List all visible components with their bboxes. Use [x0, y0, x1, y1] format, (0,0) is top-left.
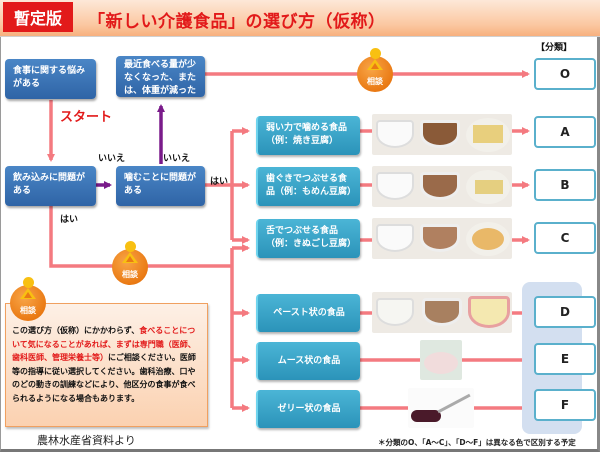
class-box-e: E: [534, 343, 596, 375]
consult-note: この選び方（仮称）にかかわらず、食べることについて気になることがあれば、まずは専…: [5, 303, 208, 427]
note-text-1: この選び方（仮称）にかかわらず、: [12, 326, 140, 335]
food-photos-a: [372, 114, 512, 155]
decision-chewing: 噛むことに問題がある: [116, 166, 205, 206]
draft-badge: 暫定版: [3, 2, 73, 32]
note-text-red: 食べることについて気になることがあれば、まずは専門職（医師、歯科医師、管理栄養士…: [12, 326, 196, 362]
person-icon: [370, 48, 381, 59]
food-photos-c: [372, 218, 512, 259]
start-label: スタート: [60, 110, 113, 125]
food-box-c: 舌でつぶせる食品（例：きぬごし豆腐）: [256, 219, 360, 258]
footnote: ＊分類のO、「A〜C」、「D〜F」は異なる色で区別する予定: [378, 438, 576, 447]
consult-badge-note: 相談: [10, 277, 46, 321]
label-yes-chew: はい: [210, 177, 229, 187]
class-box-d: D: [534, 296, 596, 328]
class-box-o: O: [534, 58, 596, 90]
class-box-f: F: [534, 389, 596, 421]
food-photo-e: [420, 340, 462, 380]
line-swallow-yes: [49, 200, 232, 268]
consult-badge-middle: 相談: [112, 241, 148, 285]
decision-swallowing: 飲み込みに問題がある: [5, 166, 96, 206]
photo-stew-bowl: [420, 120, 460, 148]
class-box-a: A: [534, 116, 596, 148]
food-photos-d: [372, 292, 512, 333]
photo-rice-bowl: [376, 120, 414, 148]
label-no-chew: いいえ: [163, 154, 191, 164]
person-icon: [23, 277, 34, 288]
food-box-d: ペースト状の食品: [256, 294, 360, 332]
classification-header: 【分類】: [536, 43, 573, 53]
decision-meal-concern: 食事に関する悩みがある: [5, 59, 96, 99]
food-box-f: ゼリー状の食品: [256, 390, 360, 428]
class-box-b: B: [534, 169, 596, 201]
food-photo-f: [408, 388, 474, 428]
decision-appetite: 最近食べる量が少なくなった、または、体重が減った: [116, 56, 205, 97]
photo-tofu: [473, 125, 503, 143]
label-yes-swallow: はい: [60, 215, 79, 225]
source-credit: 農林水産省資料より: [37, 434, 136, 447]
page-title: 「新しい介護食品」の選び方（仮称）: [88, 12, 386, 32]
food-box-b: 歯ぐきでつぶせる食品（例：もめん豆腐）: [256, 167, 360, 206]
label-no-swallow: いいえ: [98, 154, 126, 164]
class-box-c: C: [534, 222, 596, 254]
header-bar: 暫定版 「新しい介護食品」の選び方（仮称）: [0, 0, 600, 37]
person-icon: [125, 241, 136, 252]
food-box-a: 弱い力で噛める食品（例：焼き豆腐）: [256, 116, 360, 155]
note-text-2: にご相談ください。医師等の指導に従い選択してください。歯科治療、口やのどの動きの…: [12, 353, 196, 403]
food-box-e: ムース状の食品: [256, 342, 360, 380]
consult-badge-top: 相談: [357, 48, 393, 92]
food-photos-b: [372, 166, 512, 207]
